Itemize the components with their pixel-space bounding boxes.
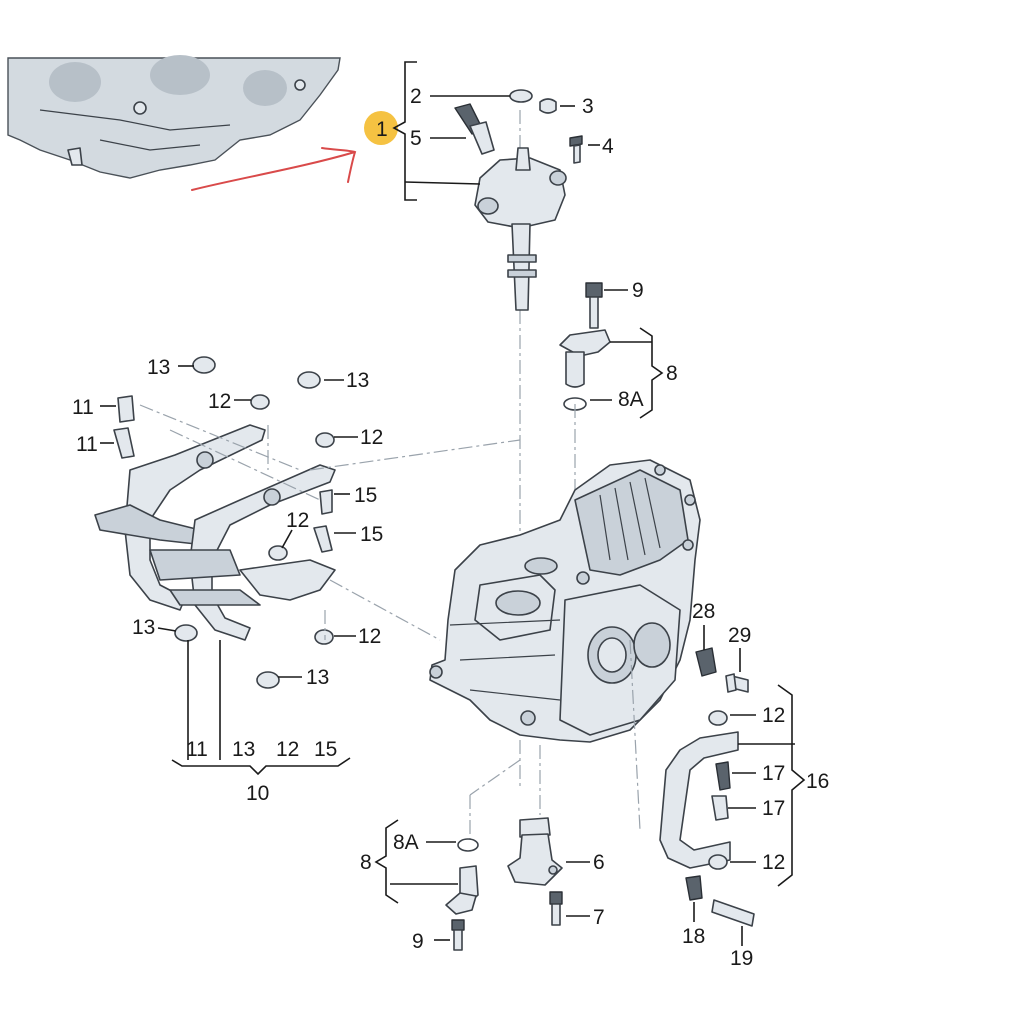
shift-fork-assembly [94, 356, 336, 689]
label-10-11: 11 [186, 738, 208, 761]
label-5: 5 [410, 127, 422, 150]
engine-block-fragment [7, 55, 341, 179]
right-bracket-group [659, 647, 755, 927]
label-12-e: 12 [762, 704, 785, 727]
label-11-b: 11 [76, 433, 98, 456]
bracket-item-16 [777, 684, 806, 887]
label-8A-upper: 8A [618, 388, 644, 411]
label-3: 3 [582, 95, 594, 118]
label-1: 1 [376, 118, 388, 141]
label-8-upper: 8 [666, 362, 678, 385]
bracket-item-8-lower [374, 819, 399, 904]
label-13-c: 13 [132, 616, 155, 639]
selector-valve-assembly [454, 89, 583, 560]
gearbox-housing [429, 459, 701, 743]
label-10-13: 13 [232, 738, 255, 761]
label-15-b: 15 [360, 523, 383, 546]
label-4: 4 [602, 135, 614, 158]
label-19: 19 [730, 947, 753, 970]
label-10-12: 12 [276, 738, 299, 761]
label-17-a: 17 [762, 762, 785, 785]
label-8A-lower: 8A [393, 831, 419, 854]
label-9-lower: 9 [412, 930, 424, 953]
lower-center-parts [445, 817, 563, 951]
red-annotation-arrow [191, 147, 357, 191]
label-13-b: 13 [346, 369, 369, 392]
label-18: 18 [682, 925, 705, 948]
label-13-d: 13 [306, 666, 329, 689]
item-1-highlight [364, 111, 398, 145]
label-12-a: 12 [208, 390, 231, 413]
bracket-item-8-upper [639, 327, 664, 419]
label-8-lower: 8 [360, 851, 372, 874]
label-28: 28 [692, 600, 715, 623]
label-9-upper: 9 [632, 279, 644, 302]
label-16: 16 [806, 770, 829, 793]
label-15-a: 15 [354, 484, 377, 507]
label-12-d: 12 [358, 625, 381, 648]
bracket-item-10 [171, 757, 351, 776]
label-6: 6 [593, 851, 605, 874]
label-29: 29 [728, 624, 751, 647]
label-2: 2 [410, 85, 422, 108]
label-11-a: 11 [72, 396, 94, 419]
bracket-item-1 [392, 61, 417, 201]
label-17-b: 17 [762, 797, 785, 820]
label-13-a: 13 [147, 356, 170, 379]
label-12-c: 12 [286, 509, 309, 532]
upper-switch-group [559, 282, 611, 560]
label-10-15: 15 [314, 738, 337, 761]
label-7: 7 [593, 906, 605, 929]
label-10: 10 [246, 782, 269, 805]
label-12-f: 12 [762, 851, 785, 874]
label-12-b: 12 [360, 426, 383, 449]
